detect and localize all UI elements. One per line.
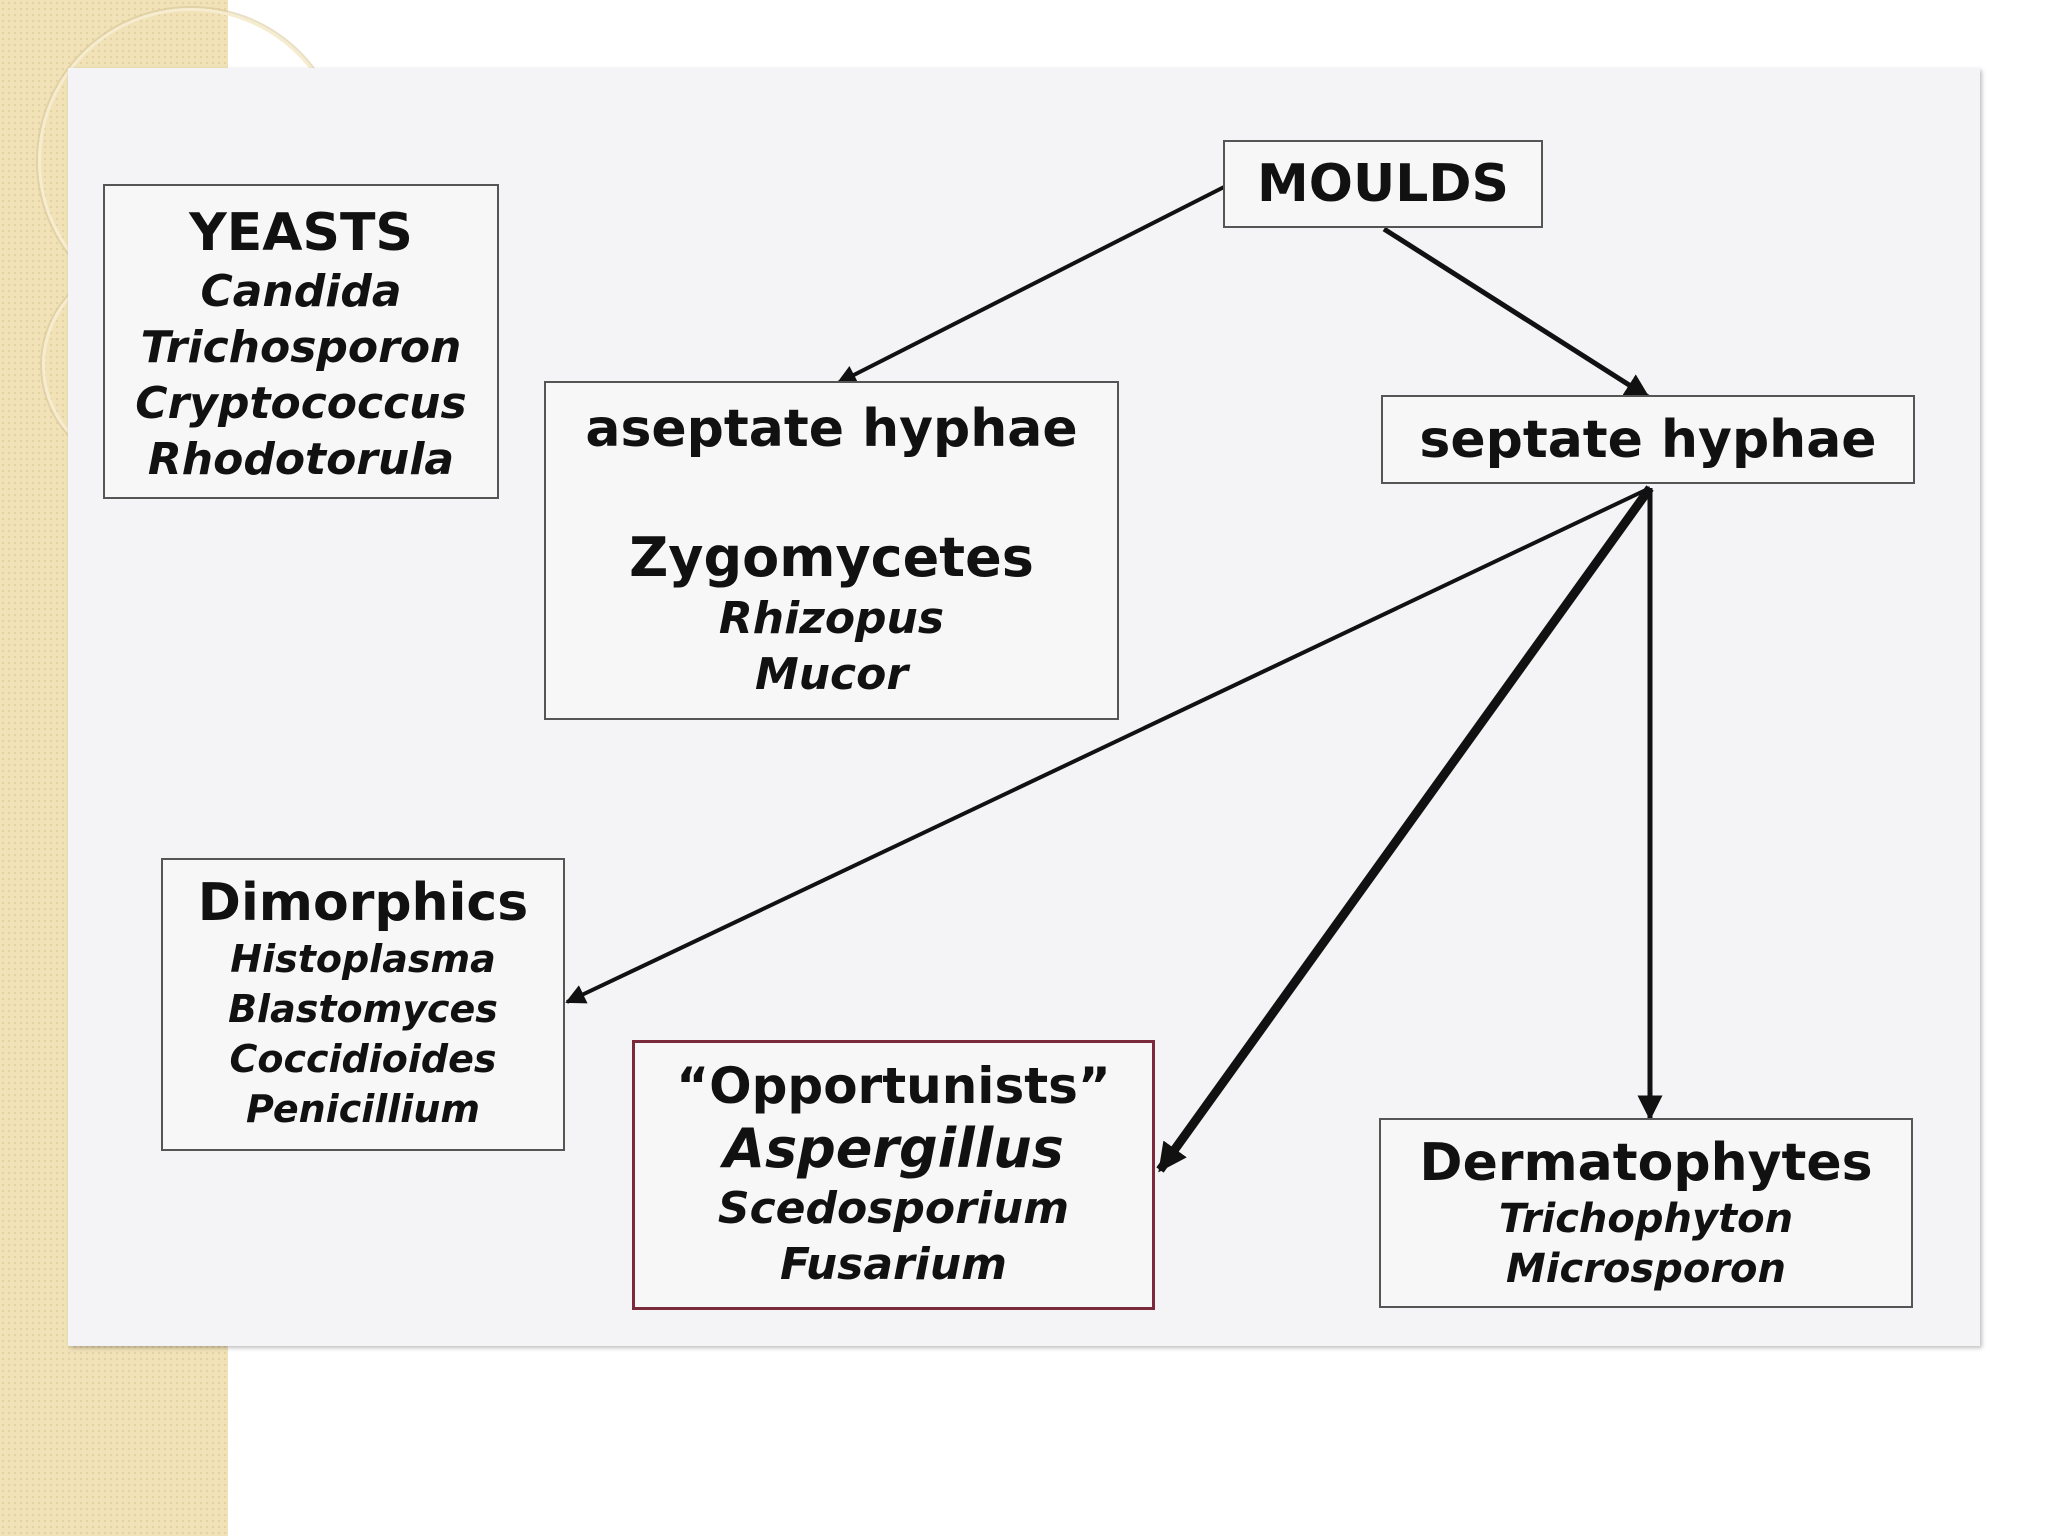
arrow-septate-to-dimorphics	[565, 486, 1651, 1004]
yeasts-item: Cryptococcus	[135, 378, 467, 429]
dimorphics-item: Penicillium	[246, 1087, 480, 1131]
opportunists-item: Aspergillus	[723, 1117, 1064, 1180]
dimorphics-item: Histoplasma	[230, 937, 496, 981]
aseptate-item: Mucor	[754, 649, 909, 700]
yeasts-item: Trichosporon	[140, 322, 462, 373]
aseptate-hyphae-title: aseptate hyphae	[585, 399, 1078, 459]
dermatophytes-item: Microsporon	[1505, 1246, 1787, 1292]
dimorphics-title: Dimorphics	[197, 873, 529, 933]
opportunists-item: Fusarium	[779, 1239, 1007, 1290]
moulds-title: MOULDS	[1257, 154, 1509, 214]
yeasts-title: YEASTS	[189, 203, 413, 263]
aseptate-item: Rhizopus	[718, 593, 945, 644]
yeasts-box: YEASTS Candida Trichosporon Cryptococcus…	[103, 184, 499, 499]
dimorphics-item: Blastomyces	[228, 987, 498, 1031]
yeasts-item: Rhodotorula	[147, 434, 455, 485]
yeasts-item: Candida	[200, 266, 402, 317]
arrow-septate-to-opportunists	[1156, 485, 1654, 1173]
dermatophytes-item: Trichophyton	[1498, 1196, 1794, 1242]
opportunists-item: Scedosporium	[717, 1183, 1070, 1234]
opportunists-box: “Opportunists” Aspergillus Scedosporium …	[632, 1040, 1155, 1310]
dermatophytes-title: Dermatophytes	[1419, 1133, 1873, 1193]
opportunists-title: “Opportunists”	[676, 1057, 1111, 1115]
dimorphics-box: Dimorphics Histoplasma Blastomyces Cocci…	[161, 858, 565, 1151]
aseptate-hyphae-box: aseptate hyphae Zygomycetes Rhizopus Muc…	[544, 381, 1119, 720]
arrow-moulds-to-septate	[1382, 226, 1651, 400]
moulds-box: MOULDS	[1223, 140, 1543, 228]
zygomycetes-label: Zygomycetes	[629, 526, 1034, 589]
septate-hyphae-box: septate hyphae	[1381, 395, 1915, 484]
arrow-moulds-to-aseptate	[836, 183, 1229, 385]
septate-hyphae-title: septate hyphae	[1419, 410, 1877, 470]
dimorphics-item: Coccidioides	[229, 1037, 497, 1081]
dermatophytes-box: Dermatophytes Trichophyton Microsporon	[1379, 1118, 1913, 1308]
